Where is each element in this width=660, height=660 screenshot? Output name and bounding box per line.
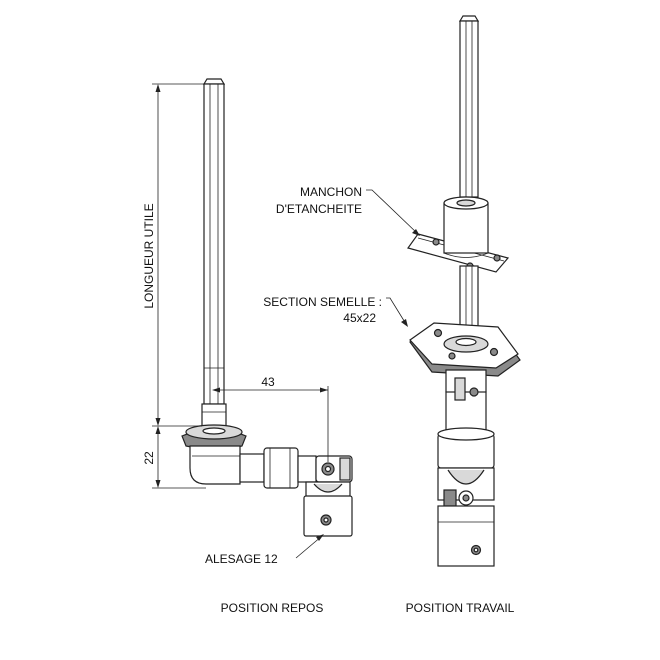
manchon-label-line2: D'ETANCHEITE: [276, 202, 362, 216]
base-plate-hole-2: [489, 347, 499, 357]
bearing-base-plate: [409, 322, 521, 377]
dim-lu-arrow-top: [155, 84, 161, 92]
dim-43-arrow-right: [320, 387, 328, 393]
section-leader: [386, 297, 407, 325]
position-travail-label: POSITION TRAVAIL: [406, 601, 515, 615]
dim-22-label: 22: [142, 451, 156, 465]
sleeve-plate-hole-1: [432, 238, 440, 246]
left-arm-neck: [239, 453, 265, 483]
left-shaft-tip: [202, 78, 226, 85]
left-lower-block: [189, 445, 241, 485]
upper-yoke-slot: [454, 377, 466, 401]
working-position-assembly: [366, 15, 521, 567]
dim-22-arrow-bottom: [155, 480, 161, 488]
manchon-label-line1: MANCHON: [300, 185, 362, 199]
dim-lu-arrow-bottom: [155, 418, 161, 426]
left-arm-sleeve: [263, 447, 299, 489]
right-shaft: [458, 15, 480, 198]
sealing-sleeve: [407, 196, 510, 273]
upper-joint-pin: [469, 387, 479, 397]
sleeve-bottom-curve: [443, 252, 489, 258]
sleeve-cylinder: [443, 202, 489, 254]
position-repos-label: POSITION REPOS: [221, 601, 324, 615]
dim-43: [212, 386, 329, 462]
base-plate-hole-3: [448, 352, 456, 360]
sleeve-top-bore: [456, 199, 476, 207]
lower-socket-screw-center: [473, 547, 479, 553]
lower-socket-block: [437, 505, 495, 567]
left-socket-screw-center: [323, 517, 329, 523]
longueur-utile-label: LONGUEUR UTILE: [142, 203, 156, 308]
lower-yoke-pivot-center: [462, 494, 470, 502]
dim-43-label: 43: [261, 375, 275, 389]
left-shaft: [201, 78, 227, 431]
left-arm-fork-ear: [339, 457, 351, 481]
lower-coupling-top: [437, 427, 495, 441]
base-plate-bore: [455, 337, 477, 347]
sleeve-plate-hole-2: [493, 254, 501, 262]
left-flange-bore: [202, 427, 226, 435]
right-shaft-body: [459, 20, 479, 198]
manchon-leader: [366, 189, 419, 235]
dim-22-arrow-top: [155, 426, 161, 434]
section-leader-arrow: [401, 319, 408, 327]
alesage-label: ALESAGE 12: [205, 552, 278, 566]
dim-22: [152, 426, 206, 489]
left-horizontal-arm: [239, 447, 353, 489]
left-coupling-body: [189, 445, 241, 485]
lower-coupling: [437, 427, 495, 567]
lower-yoke-ear-left: [443, 489, 457, 507]
left-flange: [181, 424, 247, 450]
section-label-line1: SECTION SEMELLE :: [263, 295, 382, 309]
right-shaft-middle: [459, 265, 479, 331]
dim-43-arrow-left: [212, 387, 220, 393]
left-arm-fork-base: [297, 455, 317, 483]
dim-longueur-utile: [152, 83, 204, 427]
rest-position-assembly: [152, 78, 353, 559]
right-shaft-tip: [458, 15, 480, 22]
manchon-leader-arrow: [412, 229, 420, 236]
left-socket: [303, 481, 353, 537]
alesage-leader: [295, 535, 323, 559]
base-plate-hole-1: [433, 328, 443, 338]
alesage-leader-arrow: [316, 534, 324, 541]
left-shaft-body: [203, 83, 225, 405]
lower-yoke-inner: [447, 469, 485, 485]
left-arm-pivot-pin-center: [324, 465, 332, 473]
left-socket-yoke-inner: [313, 483, 343, 493]
section-label-line2: 45x22: [343, 311, 376, 325]
